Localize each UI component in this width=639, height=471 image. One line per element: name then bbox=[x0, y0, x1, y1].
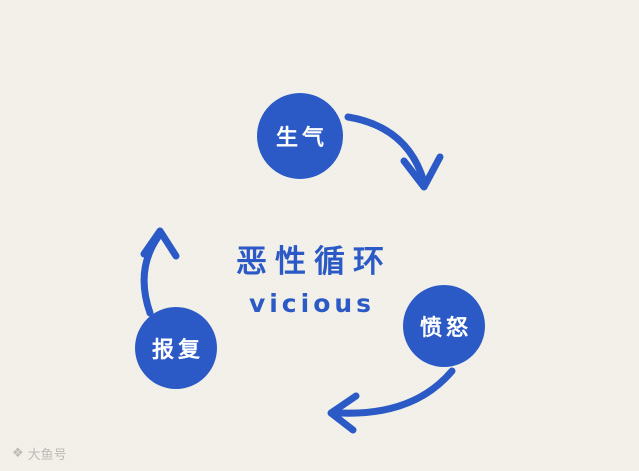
diagram-subtitle: vicious bbox=[248, 289, 376, 318]
arrow-right-to-left bbox=[336, 367, 456, 417]
watermark-text: 大鱼号 bbox=[27, 448, 67, 463]
watermark: ❖ 大鱼号 bbox=[12, 444, 67, 463]
arrow-top-to-right bbox=[344, 113, 428, 186]
arrowhead-right-to-left-icon bbox=[327, 392, 360, 434]
watermark-logo-icon: ❖ bbox=[12, 446, 24, 461]
node-baofu-circle: 报复 bbox=[135, 307, 217, 389]
node-shengqi-circle: 生气 bbox=[257, 93, 343, 179]
arrowhead-top-to-right-icon bbox=[400, 153, 444, 191]
node-fennu-circle: 愤怒 bbox=[403, 285, 485, 367]
diagram-title: 恶性循环 bbox=[236, 244, 392, 280]
node-baofu-label: 报复 bbox=[151, 338, 204, 363]
node-fennu-label: 愤怒 bbox=[419, 316, 472, 341]
arrowhead-left-to-top-icon bbox=[140, 227, 180, 260]
node-shengqi-label: 生气 bbox=[275, 126, 328, 151]
